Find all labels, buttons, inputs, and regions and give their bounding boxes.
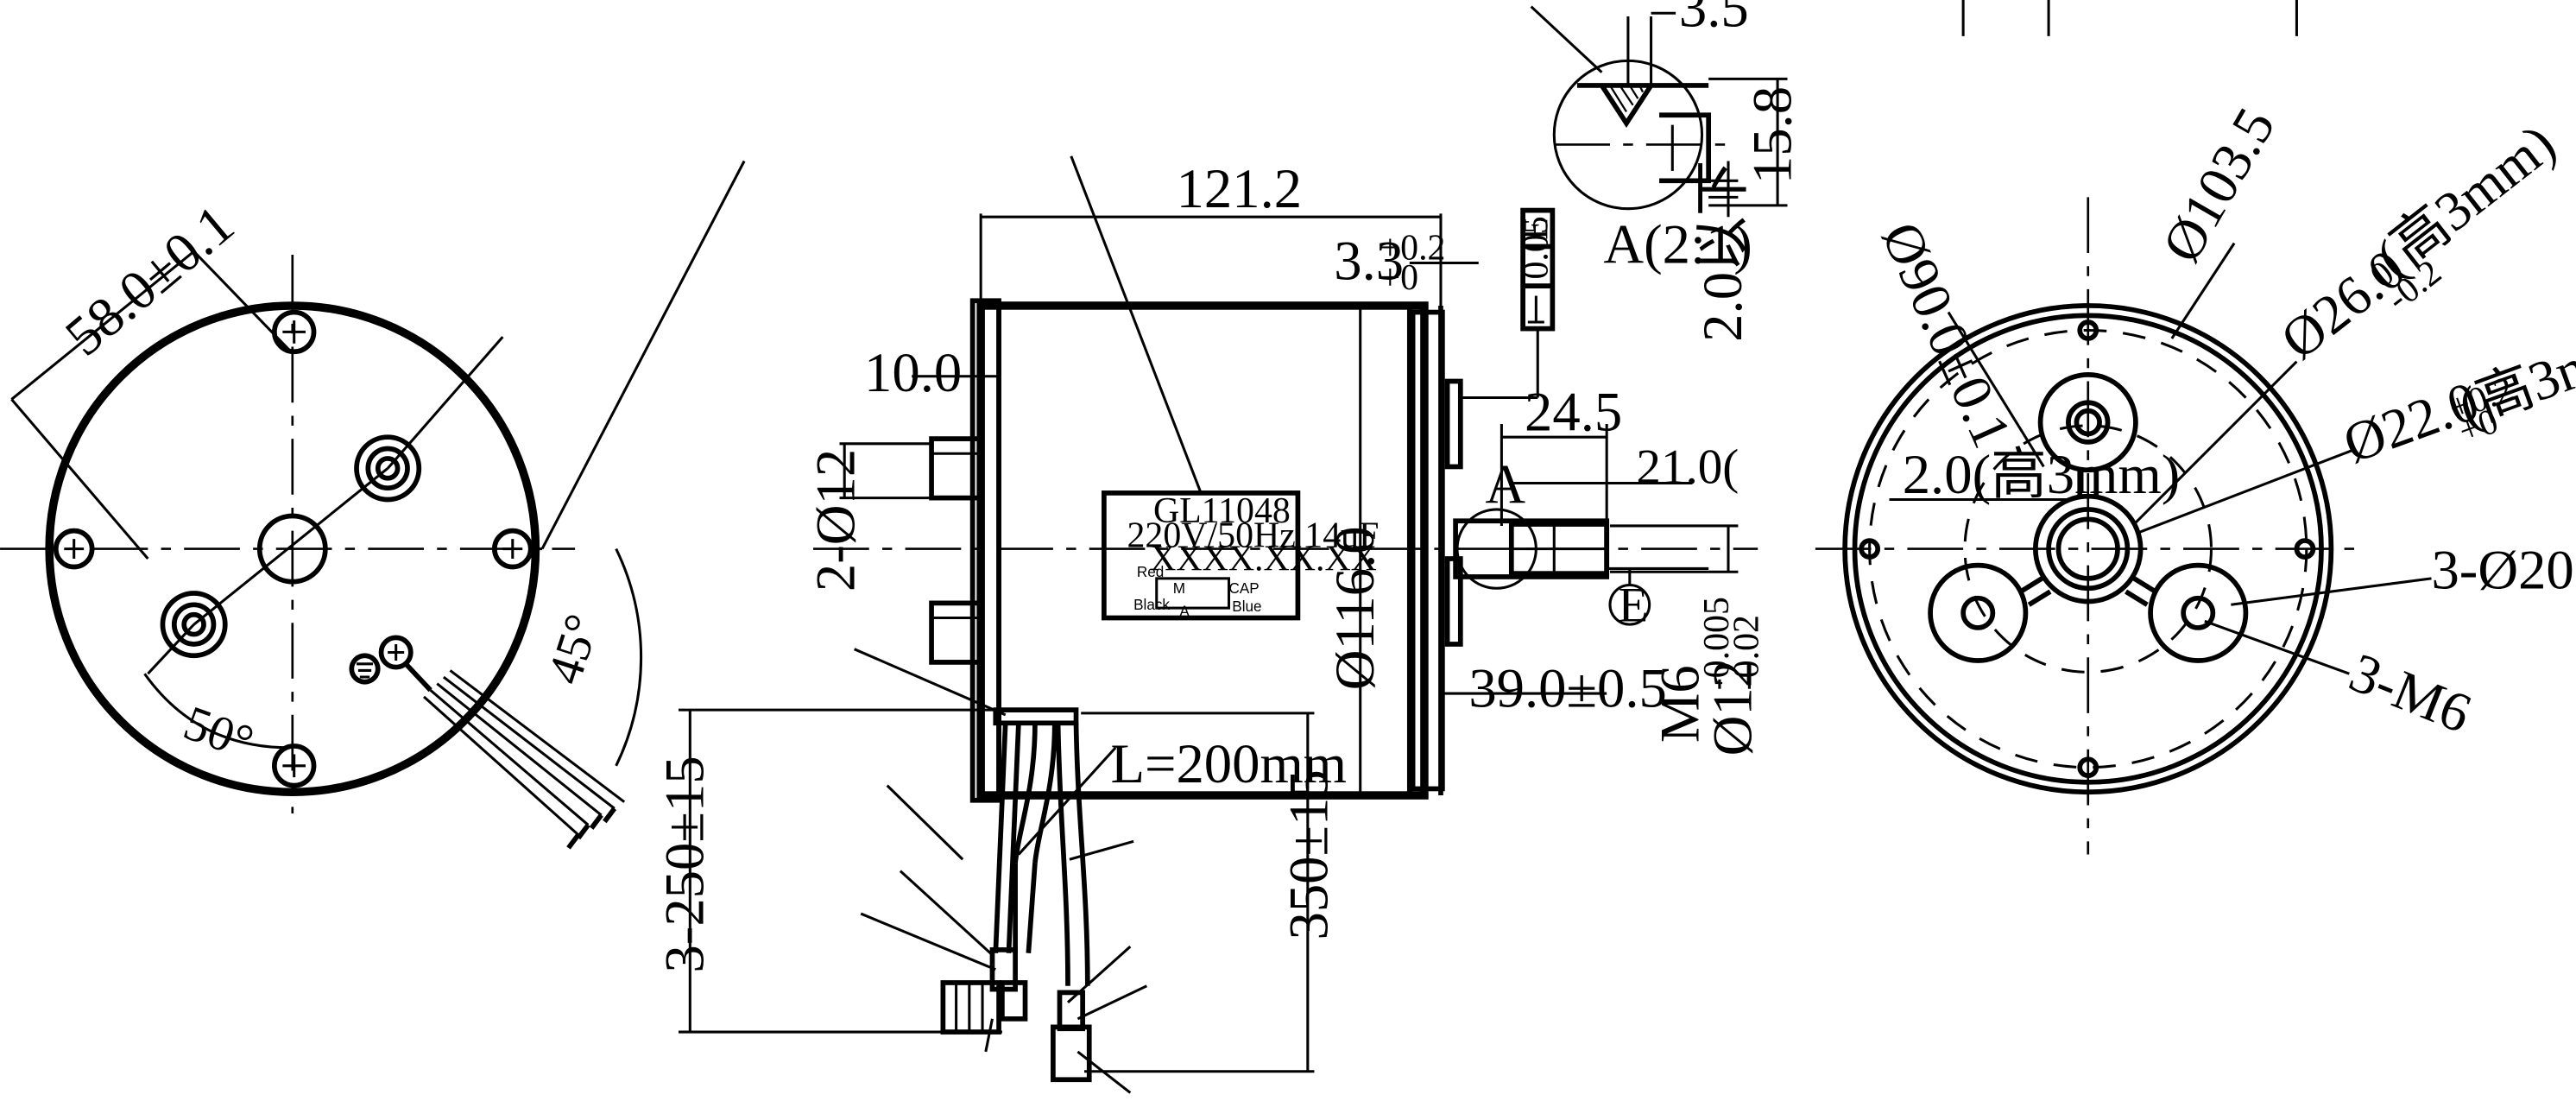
dim-2-0: 2.0(高3mm) (1903, 443, 2181, 505)
dim-3-M6: 3-M6 (2341, 641, 2479, 745)
dim-phi12-tol-lower: -0.02 (1727, 615, 1766, 690)
gdt-tolerance: 0.05 (1517, 216, 1556, 279)
mount-hole-top (2077, 320, 2099, 341)
dim-24-5: 24.5 (1525, 381, 1622, 443)
boss-top (2037, 372, 2138, 473)
dim-2-phi12: 2-Ø12 (805, 449, 867, 592)
screw-right (492, 528, 534, 570)
detail-note: 2.0以下 (1691, 161, 1753, 342)
detail-label: A(2:1) (1603, 212, 1752, 275)
lead-harness (854, 648, 1147, 1094)
dim-phi22-note: (高3mm) (2451, 309, 2576, 439)
dim-3-5: 3.5 (1679, 0, 1749, 38)
gdt-datum: E (1517, 218, 1556, 240)
dim-phi103-5: Ø103.5 (2150, 98, 2286, 273)
nameplate-term-a: A (1179, 604, 1190, 620)
dim-3-250: 3-250±15 (653, 756, 716, 972)
gdt-frame: 0.05 E (1462, 207, 1556, 400)
terminal-stud-upper (354, 434, 422, 503)
nameplate: GL11048 220V/50Hz 14uF XXXX.XX.XX Red Bl… (1102, 490, 1380, 621)
dim-10: 10.0 (864, 341, 962, 403)
shaft-hub (2033, 493, 2144, 604)
datum-E-label: E (1618, 578, 1648, 632)
lead-wire-bundle (423, 669, 626, 850)
screw-left (53, 528, 95, 570)
dim-phi12: Ø12 (1702, 660, 1764, 756)
mount-hole-right (2294, 538, 2316, 560)
dim-phi26-note: (高3mm) (2364, 112, 2567, 289)
angle-50: 50° (177, 696, 261, 771)
nameplate-term-m: M (1173, 580, 1185, 597)
dim-3-phi20: 3-Ø20.0 (2431, 538, 2576, 600)
nameplate-rating: 220V/50Hz 14uF (1127, 516, 1380, 556)
dim-3-3-tol-upper: +0.2 (1380, 229, 1446, 269)
right-housing-outline (1842, 303, 2334, 795)
detail-marker-circle (1455, 508, 1537, 590)
connector-right (1051, 1024, 1092, 1083)
mount-hole-bottom (2077, 756, 2099, 779)
boss-left (1928, 562, 2029, 663)
dim-58: 58.0±0.1 (54, 193, 245, 368)
ground-lug (349, 635, 432, 693)
dim-121-2: 121.2 (1177, 157, 1303, 219)
left-view: 58.0±0.1 45° 50° (0, 160, 746, 850)
dim-phi12-tol-upper: -0.005 (1697, 597, 1737, 690)
dim-350: 350±15 (1278, 769, 1340, 940)
nameplate-wire-red: Red (1137, 564, 1164, 580)
dim-39: 39.0±0.5 (1468, 656, 1667, 718)
dim-M6: M6 (1649, 665, 1711, 743)
screw-top (272, 309, 317, 355)
nameplate-serial: XXXX.XX.XX (1150, 539, 1377, 579)
right-view: Ø90.0±0.1 Ø103.5 Ø26.0 0 -0.2 (高3mm) Ø22… (1815, 98, 2576, 855)
dim-21: 21.0( (1636, 440, 1739, 494)
dim-15-8: 15.8 (1740, 86, 1803, 184)
side-view: A E 0.05 E 121.2 3.3 +0.2 +0 10.0 (653, 155, 1766, 1094)
mount-hole-left (1859, 538, 1881, 560)
angle-45: 45° (537, 608, 610, 690)
screw-bottom (272, 743, 317, 788)
nameplate-wire-blue: Blue (1232, 598, 1261, 615)
nameplate-wire-black: Black (1133, 597, 1170, 613)
dim-3-3: 3.3 (1334, 230, 1404, 292)
dim-phi116: Ø116.0 (1323, 526, 1386, 690)
terminal-stud-lower (160, 591, 228, 659)
nameplate-model: GL11048 (1153, 491, 1291, 531)
dim-3-3-tol-lower: +0 (1380, 258, 1419, 298)
motor-body (976, 301, 1429, 800)
detail-view-A: 3.5 15.8 A(2:1) 2.0以下 (1530, 0, 2298, 342)
boss-right (2148, 562, 2249, 663)
nameplate-term-cap: CAP (1228, 580, 1259, 597)
